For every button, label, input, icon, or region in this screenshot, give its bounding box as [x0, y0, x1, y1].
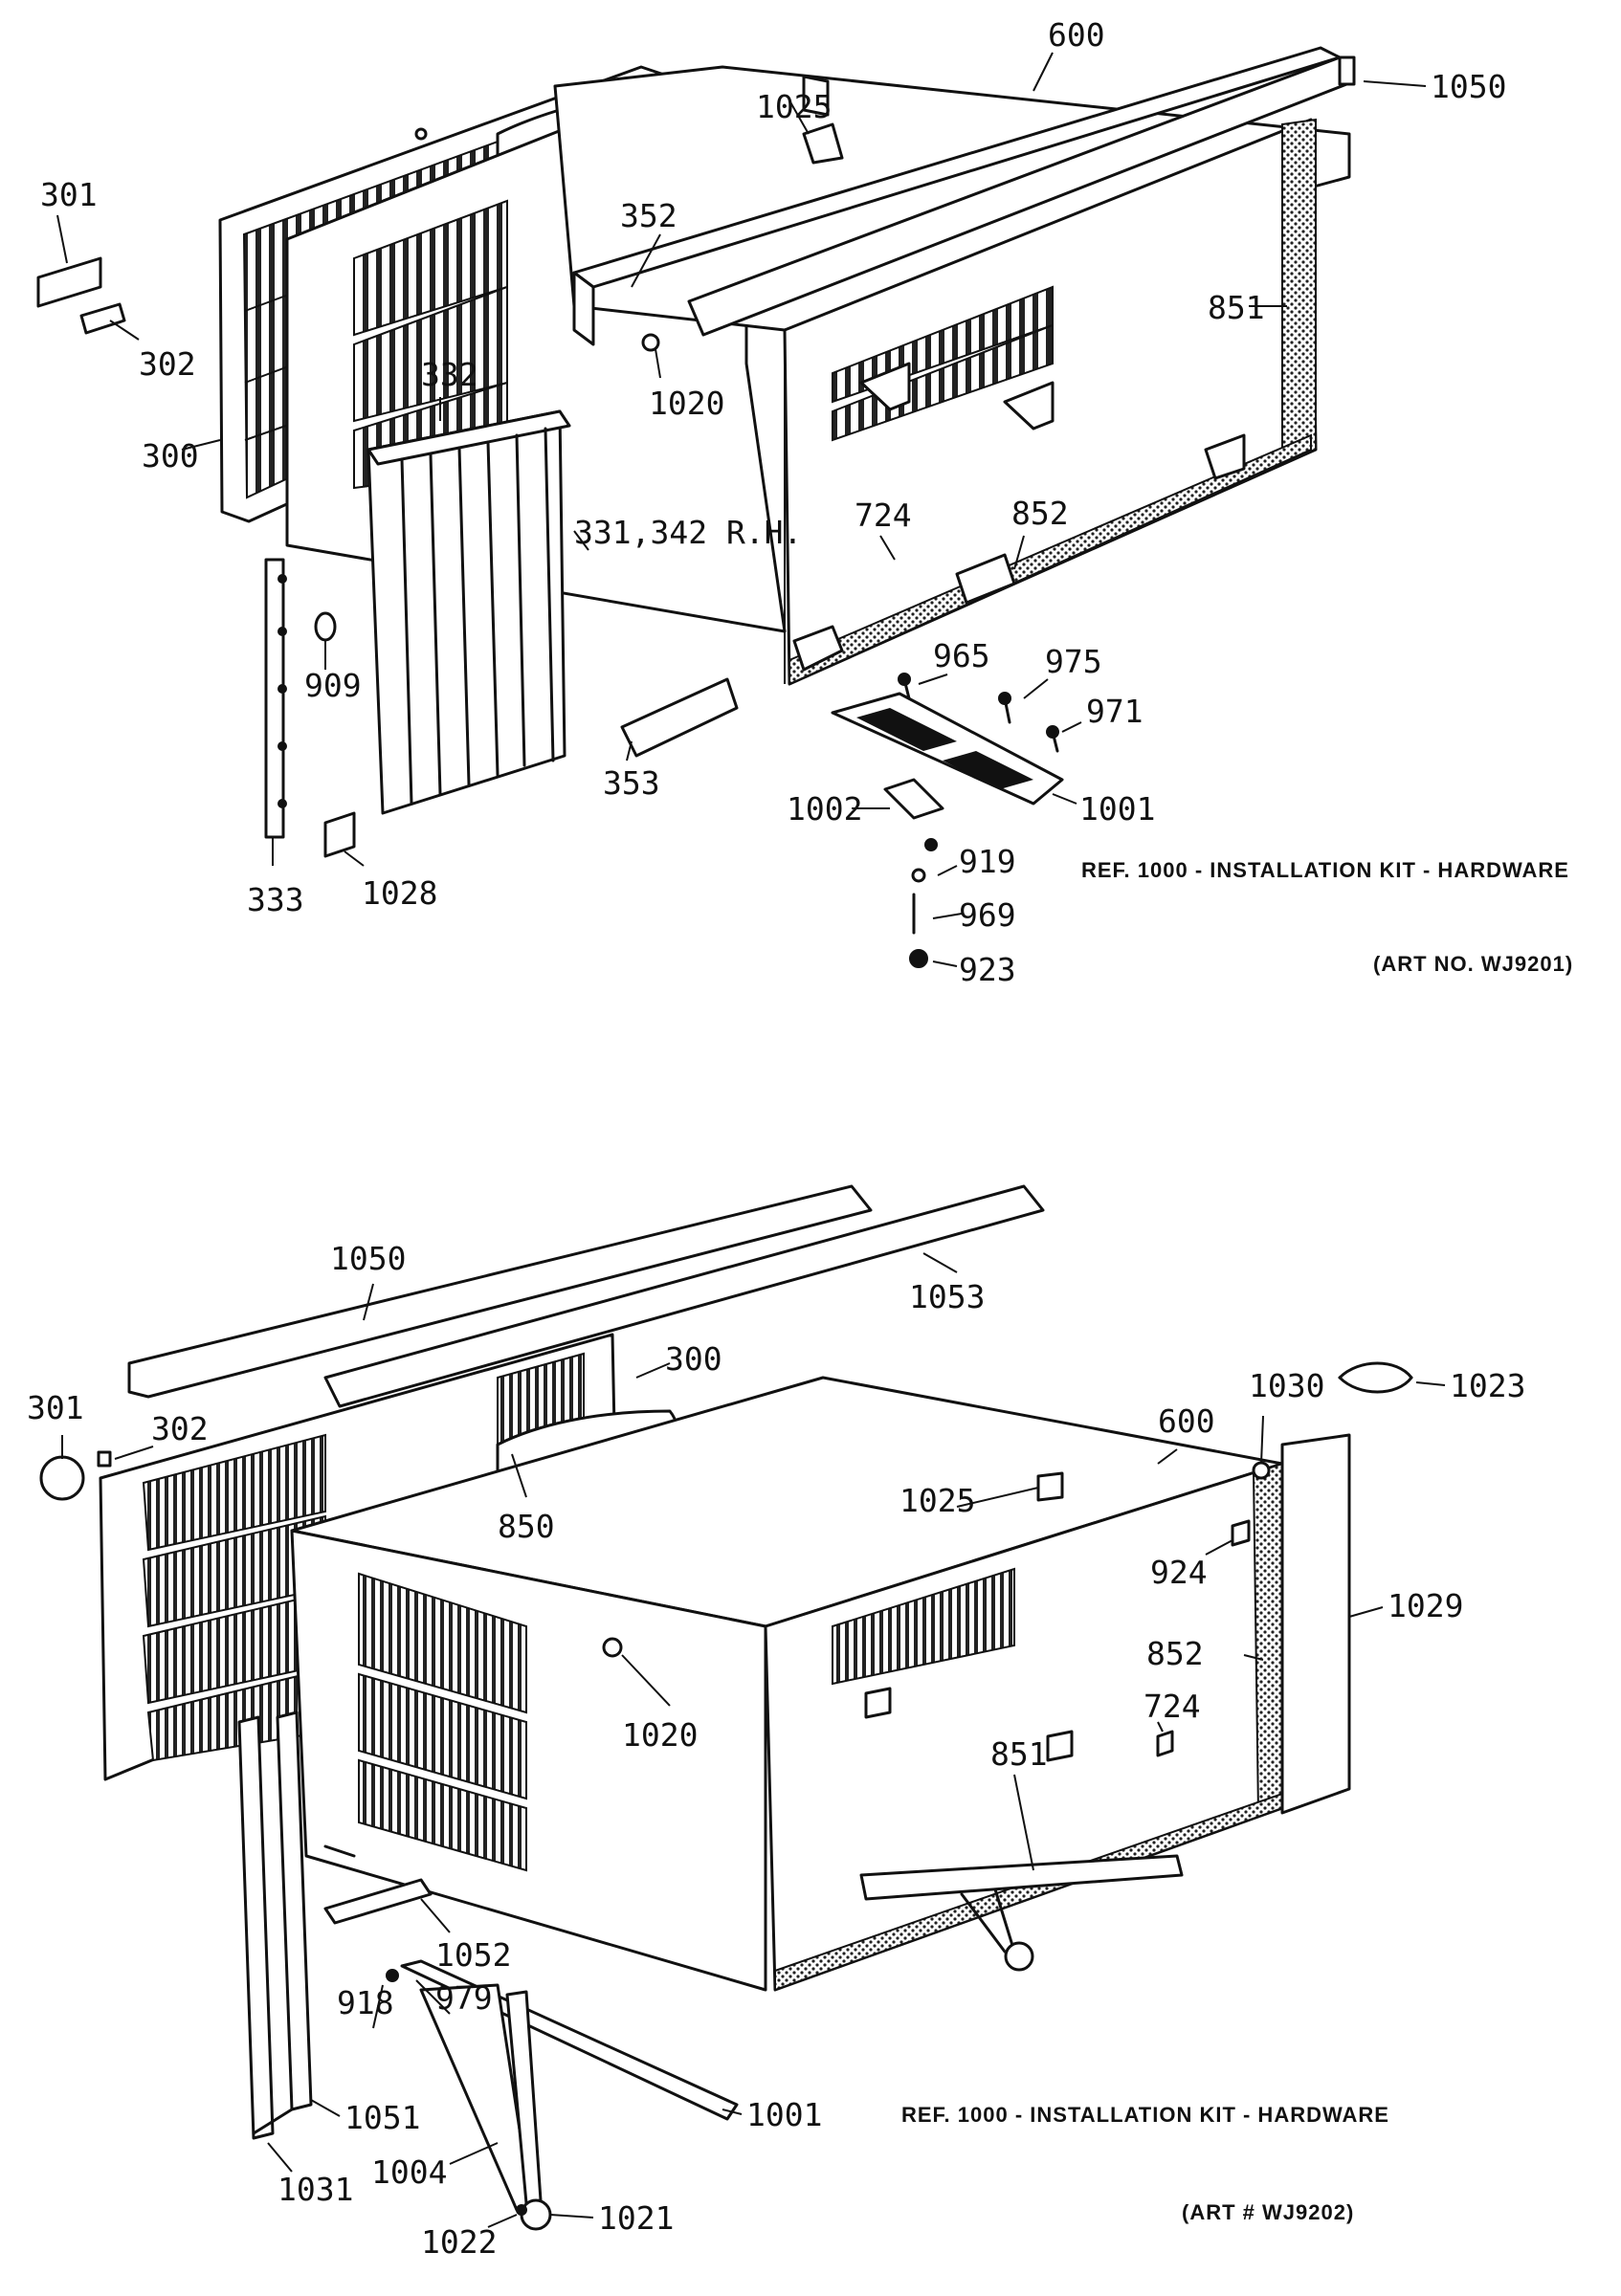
label-923: 923: [959, 951, 1016, 988]
label-lower-1020: 1020: [622, 1716, 698, 1754]
label-300: 300: [142, 437, 199, 475]
label-919: 919: [959, 843, 1016, 880]
hardware-lower: [39, 1361, 1413, 1982]
hardware-upper: [898, 673, 1059, 968]
label-lower-301: 301: [27, 1389, 84, 1426]
bracket-1025: [802, 122, 844, 165]
label-lower-1022: 1022: [421, 2223, 497, 2261]
lower-cabinet: [290, 1376, 1351, 1992]
label-971: 971: [1086, 693, 1144, 730]
plug-909: [314, 611, 337, 642]
clip-301: [36, 256, 102, 308]
right-support-arm: [859, 1854, 1184, 1972]
label-724: 724: [855, 497, 912, 534]
tab-302: [79, 302, 126, 335]
label-lower-1031: 1031: [278, 2171, 353, 2208]
label-lower-1004: 1004: [371, 2153, 447, 2191]
label-1025: 1025: [756, 88, 832, 125]
label-lower-924: 924: [1150, 1554, 1208, 1591]
rail-1031: [237, 1711, 313, 2140]
label-lower-979: 979: [435, 1979, 493, 2017]
lower-art-number: (ART # WJ9202): [1182, 2200, 1354, 2224]
side-louver-331: [366, 409, 571, 815]
label-600: 600: [1048, 16, 1105, 54]
bracket-353: [620, 677, 739, 758]
label-lower-600: 600: [1158, 1402, 1215, 1440]
label-lower-1030: 1030: [1249, 1367, 1324, 1404]
upper-leaders: [56, 52, 1427, 967]
label-909: 909: [304, 667, 362, 704]
lower-rails: [127, 1184, 1045, 1408]
label-1001: 1001: [1079, 790, 1155, 828]
label-lower-1023: 1023: [1450, 1367, 1525, 1404]
label-965: 965: [933, 637, 990, 674]
lower-callouts: 1050 1053 300 301 302 1030 1023 600 850 …: [27, 1240, 1525, 2261]
label-851: 851: [1208, 289, 1265, 326]
label-969: 969: [959, 896, 1016, 934]
label-lower-1025: 1025: [899, 1482, 975, 1519]
label-1028: 1028: [362, 874, 437, 912]
upper-art-number: (ART NO. WJ9201): [1373, 952, 1573, 976]
label-1002: 1002: [787, 790, 862, 828]
lower-kit-note: REF. 1000 - INSTALLATION KIT - HARDWARE: [901, 2103, 1389, 2127]
side-strip-333: [264, 558, 287, 839]
bar-1052: [323, 1878, 433, 1925]
label-lower-918: 918: [337, 1984, 394, 2021]
plug-1020: [641, 333, 660, 352]
channel-1001: [831, 692, 1064, 806]
label-302: 302: [139, 345, 196, 383]
label-352: 352: [620, 197, 677, 234]
label-lower-1050: 1050: [330, 1240, 406, 1277]
label-lower-724: 724: [1144, 1688, 1201, 1725]
label-852: 852: [1011, 495, 1069, 532]
label-332: 332: [421, 356, 478, 393]
cabinet-rear-frame: [783, 118, 1318, 686]
label-lower-1051: 1051: [344, 2099, 420, 2136]
label-lower-850: 850: [498, 1508, 555, 1545]
clip-1002: [883, 778, 944, 820]
label-301: 301: [40, 176, 98, 213]
label-lower-1021: 1021: [598, 2199, 674, 2237]
lower-leaders: [61, 1252, 1446, 2228]
bracket-1028: [323, 811, 356, 858]
label-333: 333: [247, 881, 304, 918]
label-lower-852: 852: [1146, 1635, 1204, 1672]
label-331-342-rh: 331,342 R.H.: [574, 514, 802, 551]
upper-assembly: 600 1050 1025 301 352 851 302 1020 332 3…: [36, 16, 1573, 988]
label-975: 975: [1045, 643, 1102, 680]
label-lower-1001: 1001: [746, 2096, 822, 2133]
label-lower-302: 302: [151, 1410, 209, 1447]
upper-callouts: 600 1050 1025 301 352 851 302 1020 332 3…: [40, 16, 1573, 988]
upper-kit-note: REF. 1000 - INSTALLATION KIT - HARDWARE: [1081, 858, 1569, 882]
label-353: 353: [603, 764, 660, 802]
label-1050: 1050: [1431, 68, 1506, 105]
lower-assembly: 1050 1053 300 301 302 1030 1023 600 850 …: [27, 1184, 1525, 2261]
label-lower-1052: 1052: [435, 1936, 511, 1974]
label-lower-1029: 1029: [1388, 1587, 1463, 1624]
label-lower-1053: 1053: [909, 1278, 985, 1315]
label-lower-300: 300: [665, 1340, 722, 1378]
label-1020: 1020: [649, 385, 724, 422]
label-lower-851: 851: [990, 1735, 1048, 1773]
top-rails: [572, 46, 1356, 346]
